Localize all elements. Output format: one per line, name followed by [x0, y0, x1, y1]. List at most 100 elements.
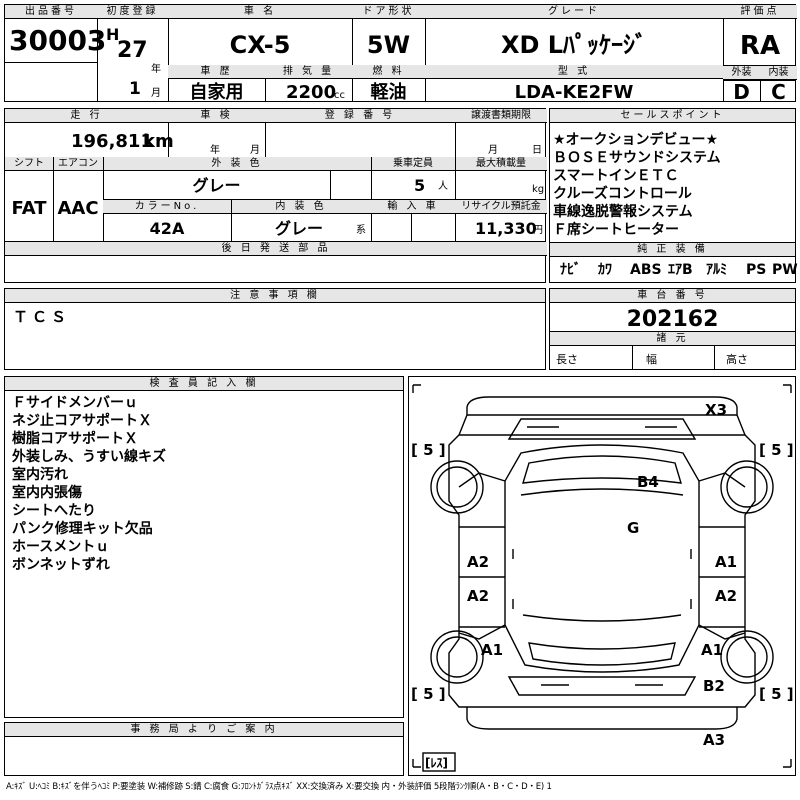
- model-code-label: 型 式: [425, 65, 723, 79]
- mileage-label: 走 行: [5, 109, 168, 123]
- color-number: 42A: [149, 219, 185, 238]
- notes-label: 注 意 事 項 欄: [5, 289, 545, 303]
- exterior-color: グレー: [192, 176, 241, 195]
- damage-mark: A1: [715, 553, 737, 571]
- interior-color: グレー: [275, 219, 324, 238]
- capacity-label: 乗車定員: [371, 157, 455, 171]
- inspector-note-line: 樹脂コアサポートＸ: [12, 431, 138, 447]
- reg-year: 27: [117, 38, 148, 63]
- interior-color-unit: 系: [356, 225, 366, 236]
- sales-point-item: ＢＯＳＥサウンドシステム: [553, 150, 721, 166]
- inspector-note-line: ボンネットずれ: [12, 557, 110, 573]
- recycle-fee-label: リサイクル預託金: [455, 200, 547, 214]
- recycle-fee-unit: 円: [533, 225, 543, 236]
- damage-mark: G: [627, 519, 639, 537]
- aircon: AAC: [57, 198, 99, 219]
- damage-mark: B4: [637, 473, 659, 491]
- fuel: 軽油: [370, 82, 407, 103]
- spare-tire-label: [ﾚｽ]: [425, 756, 448, 770]
- import-label: 輸 入 車: [371, 200, 455, 214]
- grade-label: グレード: [425, 5, 723, 19]
- damage-mark: A3: [703, 731, 725, 749]
- car-damage-diagram: [ 5 ] [ 5 ] [ 5 ] [ 5 ] [ﾚｽ] X3 B4 G A2 …: [411, 384, 794, 772]
- interior-grade: C: [771, 80, 786, 104]
- shift: FAT: [11, 198, 47, 219]
- damage-legend: A:ｷｽﾞ U:ﾍｺﾐ B:ｷｽﾞを伴うﾍｺﾐ P:要塗装 W:補修跡 S:錆 …: [6, 782, 552, 792]
- sales-point-item: クルーズコントロール: [553, 186, 692, 202]
- reg-month-unit: 月: [151, 88, 161, 99]
- office-label: 事 務 局 よ り ご 案 内: [5, 723, 403, 737]
- spec-length-label: 長さ: [556, 353, 578, 366]
- damage-mark: X3: [705, 401, 727, 419]
- displacement-unit: cc: [334, 90, 345, 101]
- inspector-note-line: 外装しみ、うすい線キズ: [12, 449, 166, 465]
- damage-mark: A2: [467, 587, 489, 605]
- score: RA: [739, 31, 781, 61]
- capacity: 5: [414, 176, 426, 195]
- lot-number: 30003: [9, 24, 107, 57]
- reg-year-unit: 年: [151, 64, 161, 75]
- tire-rating-rear-left: [ 5 ]: [411, 685, 446, 703]
- displacement-label: 排 気 量: [265, 65, 352, 79]
- equipment-item: ｴｱB: [668, 262, 693, 278]
- chassis-section: 車 台 番 号 202162 諸 元 長さ 幅 高さ: [549, 288, 796, 370]
- model-code: LDA-KE2FW: [514, 82, 634, 103]
- equipment-item: ﾅﾋﾞ: [560, 262, 581, 278]
- transfer-day-unit: 日: [532, 145, 542, 156]
- registration-label: 登 録 番 号: [265, 109, 455, 123]
- door-label: ドア形状: [352, 5, 425, 19]
- tire-rating-rear-right: [ 5 ]: [759, 685, 794, 703]
- damage-mark: A1: [701, 641, 723, 659]
- sales-point-item: ★オークションデビュー★: [553, 132, 719, 148]
- exterior-grade-label: 外装: [723, 66, 760, 80]
- inspector-notes-label: 検 査 員 記 入 欄: [5, 377, 403, 391]
- door-type: 5W: [366, 31, 411, 59]
- max-load-unit: kg: [532, 184, 545, 195]
- spec-width-label: 幅: [646, 353, 657, 366]
- office-section: 事 務 局 よ り ご 案 内: [4, 722, 404, 776]
- vehicle-info-section: 走 行 車 検 登 録 番 号 譲渡書類期限 196,811 km 年 月 月 …: [4, 108, 547, 283]
- mileage: 196,811: [71, 131, 153, 152]
- sales-points-section: セールスポイント ★オークションデビュー★ ＢＯＳＥサウンドシステム スマートイ…: [549, 108, 798, 283]
- inspector-note-line: 室内汚れ: [12, 467, 68, 483]
- damage-diagram-section: [ 5 ] [ 5 ] [ 5 ] [ 5 ] [ﾚｽ] X3 B4 G A2 …: [408, 376, 796, 776]
- chassis-number: 202162: [626, 307, 719, 332]
- interior-color-label: 内 装 色: [231, 200, 371, 214]
- history-label: 車 歴: [168, 65, 265, 79]
- capacity-unit: 人: [438, 181, 448, 192]
- equipment-item: ｶﾜ: [598, 262, 612, 278]
- inspector-note-line: ネジ止コアサポートＸ: [12, 413, 152, 429]
- color-label: 外 装 色: [103, 157, 371, 171]
- chassis-label: 車 台 番 号: [550, 289, 795, 303]
- later-parts-label: 後 日 発 送 部 品: [5, 242, 547, 256]
- displacement: 2200: [286, 82, 337, 103]
- history: 自家用: [189, 82, 244, 103]
- spec-height-label: 高さ: [726, 353, 748, 366]
- notes-section: 注 意 事 項 欄 ＴＣＳ: [4, 288, 546, 370]
- damage-mark: B2: [703, 677, 725, 695]
- specs-label: 諸 元: [550, 332, 795, 346]
- equipment-item: ABS: [630, 262, 662, 278]
- transfer-month-unit: 月: [488, 145, 498, 156]
- first-reg-label: 初度登録: [97, 5, 168, 19]
- interior-grade-label: 内装: [760, 66, 797, 80]
- equipment-item: PS: [746, 262, 767, 278]
- equipment-item: PW: [772, 262, 798, 278]
- inspection-month-unit: 月: [250, 145, 260, 156]
- inspector-notes-section: 検 査 員 記 入 欄 Ｆサイドメンバーｕ ネジ止コアサポートＸ 樹脂コアサポー…: [4, 376, 404, 718]
- inspection-year-unit: 年: [210, 145, 220, 156]
- inspector-note-line: ホースメントｕ: [12, 539, 110, 555]
- damage-mark: A2: [467, 553, 489, 571]
- damage-mark: A2: [715, 587, 737, 605]
- max-load-label: 最大積載量: [455, 157, 547, 171]
- inspector-note-line: 室内内張傷: [12, 485, 82, 501]
- exterior-grade: D: [733, 80, 750, 104]
- tire-rating-front-right: [ 5 ]: [759, 441, 794, 459]
- mileage-unit: km: [143, 131, 174, 152]
- notes-text: ＴＣＳ: [13, 308, 71, 326]
- color-number-label: カラーNo.: [103, 200, 231, 214]
- equipment-label: 純 正 装 備: [550, 243, 795, 257]
- inspection-label: 車 検: [168, 109, 265, 123]
- lot-label: 出品番号: [5, 5, 97, 19]
- grade: XD Lﾊﾟｯｹｰｼﾞ: [500, 31, 648, 59]
